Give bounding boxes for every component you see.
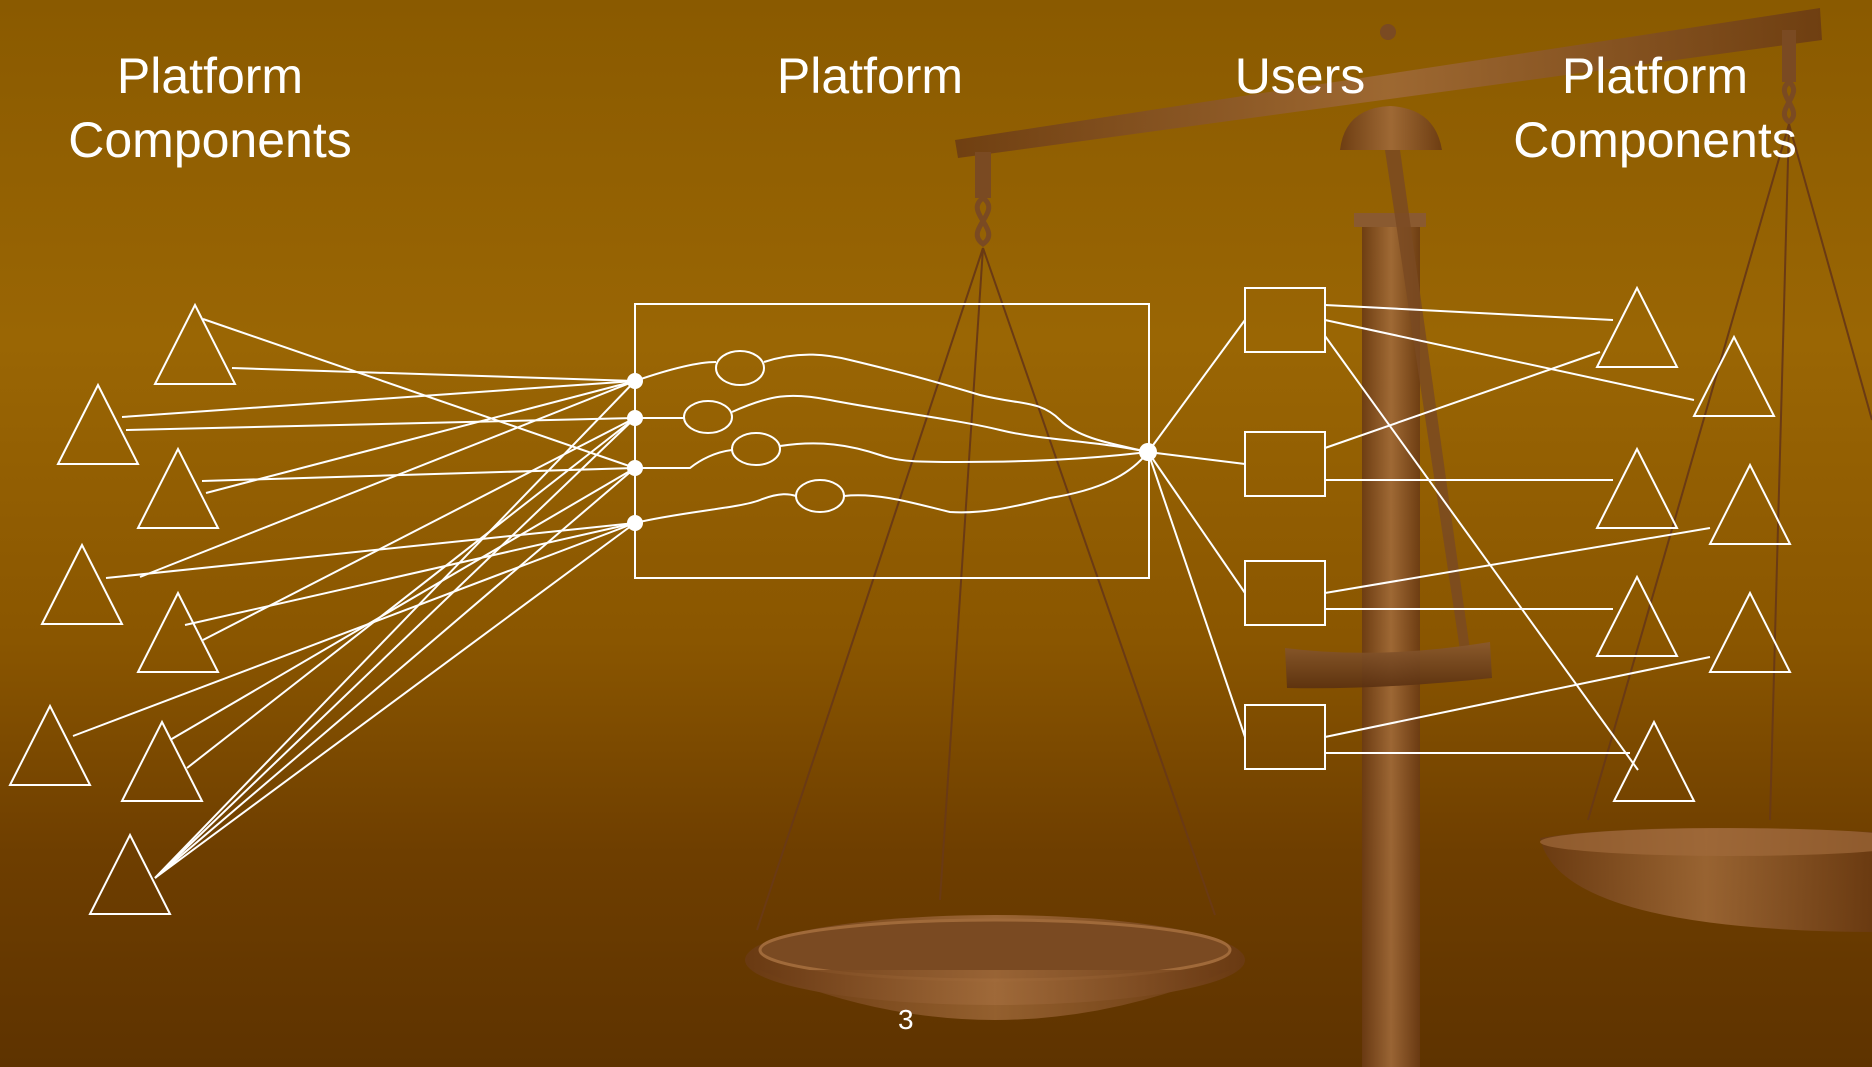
left-pan-bowl [760,970,1230,1020]
left-string [756,247,984,931]
right-string [1769,123,1790,821]
component-triangle [120,719,204,802]
platform-ports [627,373,1157,531]
scale-pillar [1362,215,1420,1067]
user-box [1244,560,1326,626]
left-string [939,247,984,901]
channel-node [731,432,781,466]
page-number: 3 [898,1004,914,1035]
component-triangle [1595,574,1679,657]
component-triangle [1612,719,1696,802]
heading-line: Components [68,112,352,168]
left-hanger-loop [974,194,992,248]
platform-heading: Platform [776,48,964,104]
component-triangle [136,590,220,673]
scale-beam [955,8,1822,158]
right-hanger-stem [1782,30,1796,82]
channel-node [715,350,765,386]
left-component-triangles [8,302,237,915]
right-string [1587,123,1790,821]
component-triangle [153,302,237,385]
heading-line: Platform [1561,48,1749,104]
left-string [982,247,1216,916]
platform-box [634,303,1150,579]
channel-node [683,400,733,434]
component-triangle [1692,334,1776,417]
left-connection-lines [72,318,636,879]
component-triangle [1708,462,1792,545]
component-triangle [1595,446,1679,529]
hub-to-user-lines [1147,319,1246,738]
user-to-component-lines [1324,304,1711,771]
left-components-heading: Platform Components [40,44,380,172]
channel-node [795,479,845,513]
left-hanger-stem [975,152,991,198]
component-triangle [56,382,140,465]
component-triangle [40,542,124,625]
user-box [1244,431,1326,497]
heading-line: Platform [116,48,304,104]
user-box [1244,704,1326,770]
component-triangle [1595,285,1679,368]
component-triangle [88,832,172,915]
platform-internal-channels [634,350,1149,524]
scale-crown [1340,106,1442,150]
heading-line: Components [1513,112,1797,168]
scale-pointer [1385,150,1470,650]
right-components-heading: Platform Components [1485,44,1825,172]
user-boxes [1244,287,1326,770]
user-box [1244,287,1326,353]
component-triangle [136,446,220,529]
right-string [1788,123,1872,421]
right-pan-rim [1540,828,1872,856]
scale-pointer-base [1285,642,1492,689]
right-component-triangles [1595,285,1792,802]
scale-pivot [1380,24,1396,40]
users-heading: Users [1234,48,1366,104]
component-triangle [8,703,92,786]
component-triangle [1708,590,1792,673]
right-hanger-loop [1781,78,1797,126]
